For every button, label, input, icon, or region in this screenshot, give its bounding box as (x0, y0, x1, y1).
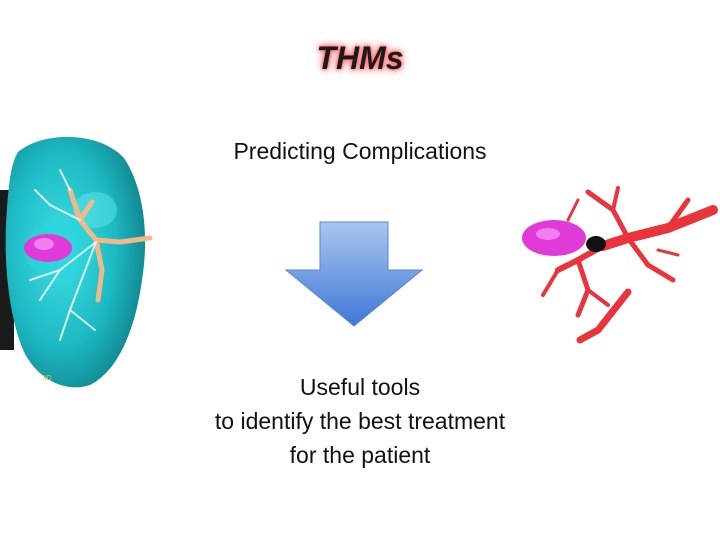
slide-subtitle: Predicting Complications (233, 138, 487, 164)
body-line: to identify the best treatment (214, 408, 506, 434)
body-line: for the patient (289, 442, 431, 468)
svg-text:3D: 3D (42, 374, 52, 382)
slide-title: THMs (316, 40, 404, 76)
slide-body-text: Useful tools to identify the best treatm… (0, 370, 720, 472)
vascular-tree-3d-model-image (522, 186, 718, 344)
liver-3d-model-image: 3D (0, 136, 153, 388)
down-arrow-icon (284, 221, 424, 327)
body-line: Useful tools (299, 374, 421, 400)
